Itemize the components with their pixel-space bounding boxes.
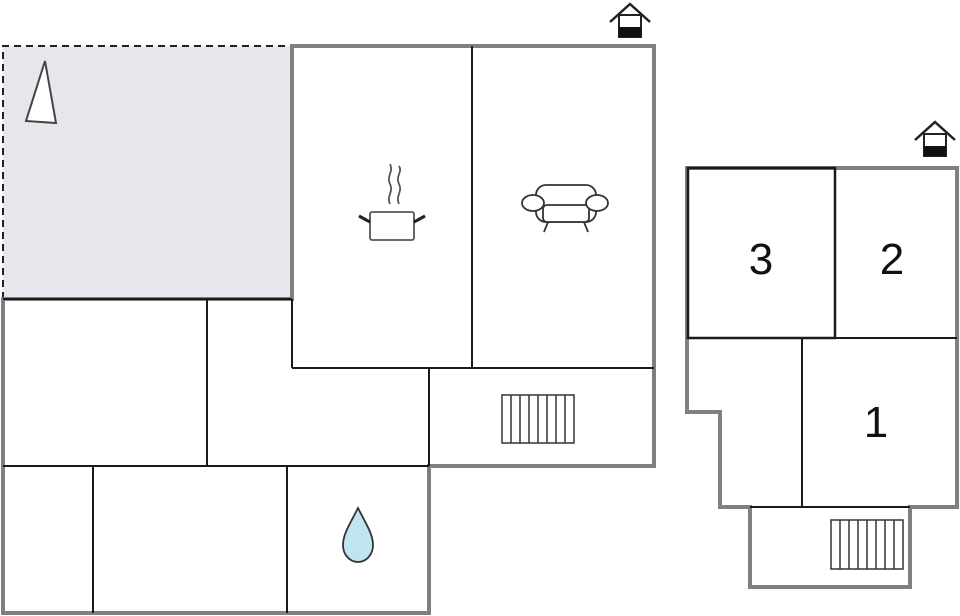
main-interior-walls	[3, 46, 654, 613]
house-entrance-icon	[914, 120, 956, 157]
stairs-icon	[830, 519, 904, 570]
room-number-1: 1	[864, 398, 888, 447]
cooking-pot-icon	[358, 163, 426, 241]
annex-building: 3 2 1	[685, 166, 959, 589]
terrace-compass-marker-icon	[24, 60, 58, 125]
room-number-3: 3	[749, 235, 773, 284]
annex-interior-walls	[686, 166, 957, 508]
stairs-icon	[501, 394, 575, 444]
sofa-icon	[521, 184, 609, 233]
annex-building-outline	[685, 166, 959, 589]
room-number-2: 2	[880, 235, 904, 284]
house-entrance-icon	[609, 2, 651, 38]
main-building	[1, 44, 656, 615]
water-drop-icon	[342, 505, 374, 563]
terrace-area	[2, 45, 292, 299]
